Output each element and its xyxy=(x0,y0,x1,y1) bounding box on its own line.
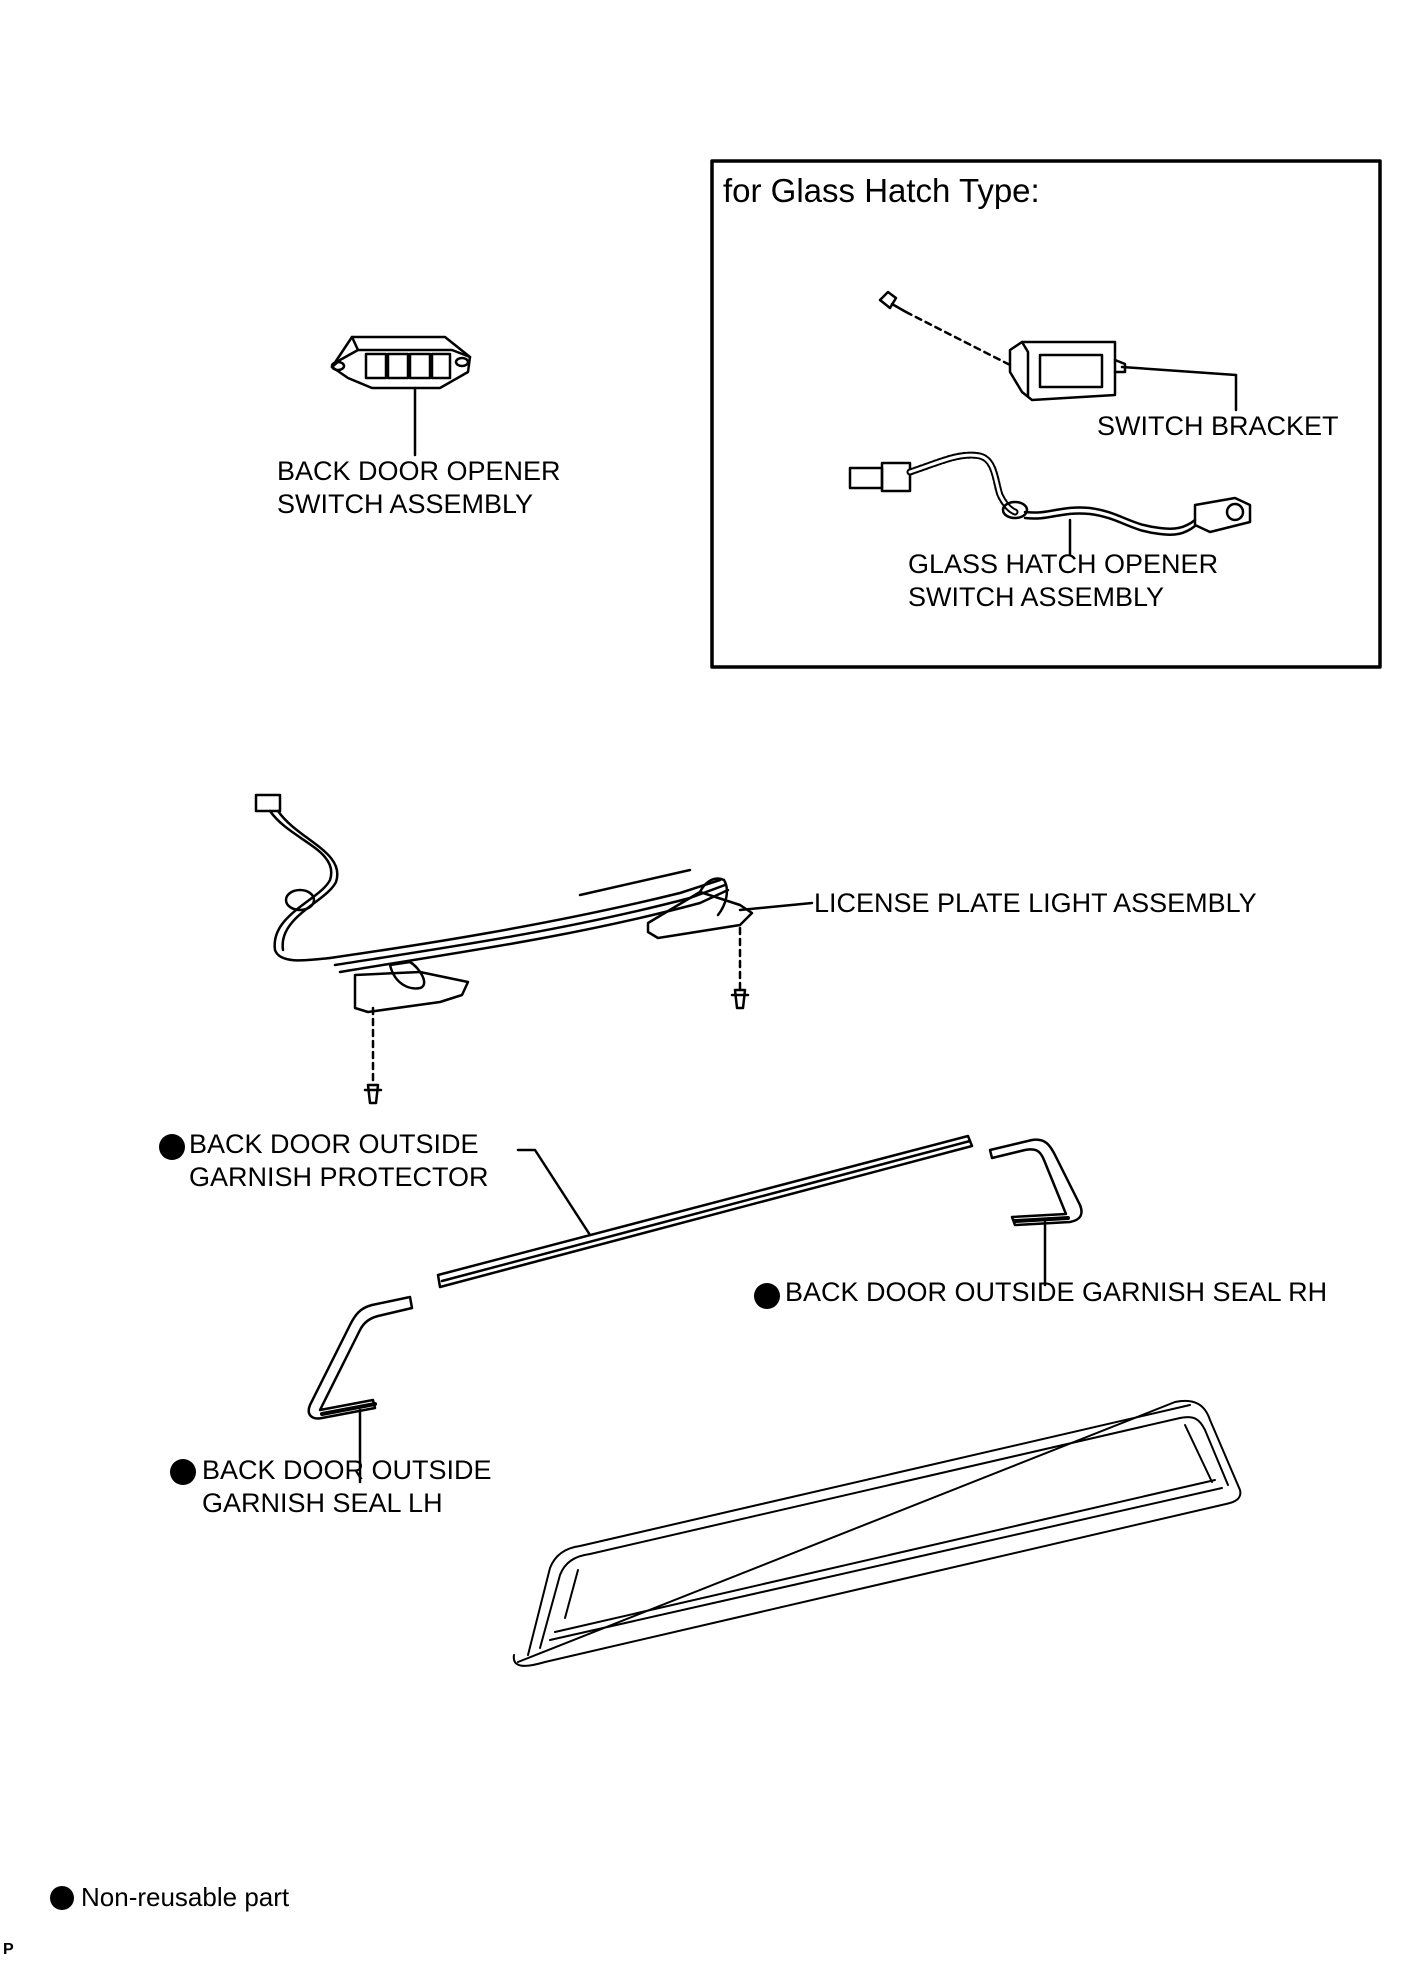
back-door-opener-switch-drawing xyxy=(330,335,472,457)
non-reusable-marker-protector xyxy=(159,1134,185,1160)
glass-hatch-opener-label-line2: SWITCH ASSEMBLY xyxy=(908,582,1165,612)
glass-hatch-opener-switch-drawing xyxy=(848,451,1252,557)
back-door-garnish-drawing xyxy=(512,1400,1242,1667)
garnish-protector-label-line1: BACK DOOR OUTSIDE xyxy=(189,1129,479,1159)
back-door-opener-label-line1: BACK DOOR OPENER xyxy=(277,456,561,486)
inset-frame xyxy=(710,159,1382,669)
back-door-opener-label: BACK DOOR OPENER SWITCH ASSEMBLY xyxy=(277,455,561,521)
non-reusable-marker-seal-rh xyxy=(754,1283,780,1309)
garnish-seal-lh-label-line1: BACK DOOR OUTSIDE xyxy=(202,1455,492,1485)
legend-text: Non-reusable part xyxy=(81,1882,290,1912)
garnish-seal-rh-label: BACK DOOR OUTSIDE GARNISH SEAL RH xyxy=(785,1277,1328,1307)
garnish-seal-lh-label-line2: GARNISH SEAL LH xyxy=(202,1488,443,1518)
license-plate-light-label: LICENSE PLATE LIGHT ASSEMBLY xyxy=(814,888,1257,918)
garnish-protector-drawing xyxy=(436,1134,974,1289)
garnish-protector-label-line2: GARNISH PROTECTOR xyxy=(189,1162,489,1192)
glass-hatch-opener-label-line1: GLASS HATCH OPENER xyxy=(908,549,1219,579)
back-door-opener-label-line2: SWITCH ASSEMBLY xyxy=(277,489,534,519)
corner-mark: P xyxy=(3,1941,14,1958)
license-plate-light-drawing xyxy=(254,793,814,1105)
garnish-seal-lh-drawing xyxy=(307,1295,414,1484)
garnish-seal-lh-label: BACK DOOR OUTSIDE GARNISH SEAL LH xyxy=(202,1454,492,1520)
non-reusable-marker-seal-lh xyxy=(170,1459,196,1485)
switch-bracket-drawing xyxy=(878,290,1238,412)
garnish-seal-rh-drawing xyxy=(988,1138,1083,1287)
garnish-protector-label: BACK DOOR OUTSIDE GARNISH PROTECTOR xyxy=(189,1128,489,1194)
inset-title: for Glass Hatch Type: xyxy=(723,172,1040,209)
switch-bracket-label: SWITCH BRACKET xyxy=(1097,411,1339,441)
glass-hatch-opener-label: GLASS HATCH OPENER SWITCH ASSEMBLY xyxy=(908,548,1218,614)
filled-circle-icon xyxy=(50,1886,74,1910)
